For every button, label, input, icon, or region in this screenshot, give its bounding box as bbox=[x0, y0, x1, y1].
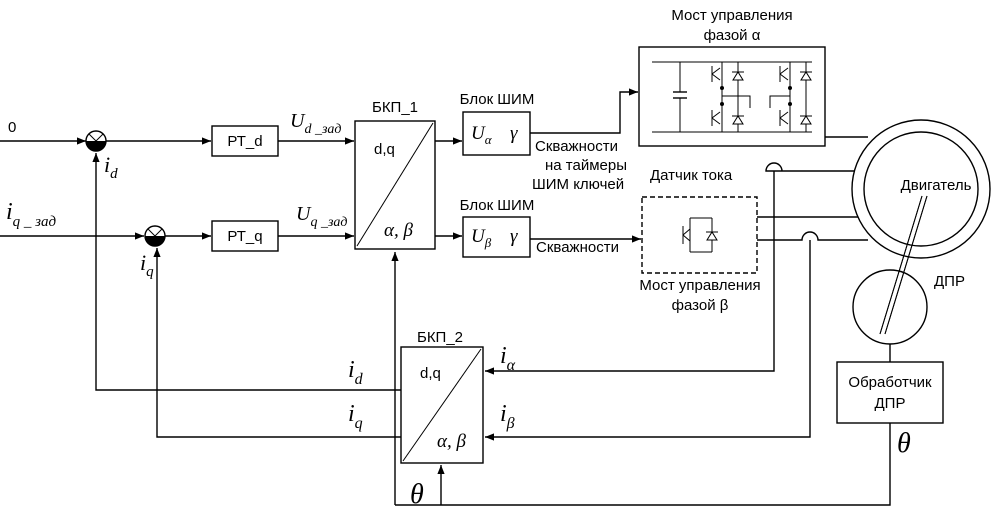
bridge-a-title-1: Мост управления bbox=[671, 7, 792, 24]
bridge-a bbox=[638, 46, 826, 147]
pwm-a-title: Блок ШИМ bbox=[460, 91, 535, 108]
i-beta-label: iβ bbox=[500, 401, 515, 432]
pwm-a-gamma: γ bbox=[510, 123, 518, 144]
bridge-a-motor-line-2 bbox=[765, 162, 868, 172]
i-alpha-label: iα bbox=[500, 343, 516, 374]
bridge-b-title-1: Мост управления bbox=[639, 277, 760, 294]
summer-d bbox=[85, 130, 107, 152]
dpr-sensor bbox=[852, 269, 928, 345]
pwm-b-block bbox=[462, 216, 531, 258]
bridge-b-motor-line-2 bbox=[757, 231, 868, 241]
summer-q-feedback-label: iq bbox=[140, 250, 154, 280]
duty-a-line2: на таймеры bbox=[545, 157, 627, 174]
rt-d-block bbox=[211, 125, 279, 157]
bkp2-title: БКП_2 bbox=[417, 329, 463, 346]
pwm-a-to-bridge-line bbox=[530, 88, 638, 134]
pwm-b-title: Блок ШИМ bbox=[460, 197, 535, 214]
pwm-a-u-label: Uα bbox=[471, 123, 493, 147]
bkp1-diagonal bbox=[356, 122, 434, 247]
bkp1-bottom-label: α, β bbox=[384, 220, 413, 241]
uq-ref-label: Uq _зад bbox=[296, 203, 348, 230]
id-feedback-label: id bbox=[348, 357, 364, 388]
dpr-proc-block bbox=[836, 361, 944, 424]
pwm-a-block bbox=[462, 111, 531, 156]
motor-label: Двигатель bbox=[901, 177, 972, 194]
theta-right-label: θ bbox=[897, 428, 911, 459]
duty-b-label: Скважности bbox=[536, 239, 619, 256]
duty-a-line3: ШИМ ключей bbox=[532, 176, 624, 193]
theta-bottom-label: θ bbox=[410, 479, 424, 510]
bridge-b-title-2: фазой β bbox=[672, 297, 729, 314]
bridge-b bbox=[641, 196, 758, 274]
pwm-b-gamma: γ bbox=[510, 226, 518, 247]
zero-input-label: 0 bbox=[8, 119, 16, 136]
theta-bus-line bbox=[395, 423, 891, 506]
bkp1-top-label: d,q bbox=[374, 141, 395, 158]
ud-ref-label: Ud _зад bbox=[290, 110, 342, 137]
bkp2-diagonal bbox=[402, 348, 482, 462]
dpr-label: ДПР bbox=[934, 273, 965, 290]
rt-d-label: РТ_d bbox=[227, 133, 262, 150]
i-beta-line bbox=[485, 240, 811, 441]
summer-q bbox=[144, 225, 166, 247]
dpr-proc-line2: ДПР bbox=[875, 395, 906, 412]
iq-feedback-label: iq bbox=[348, 401, 363, 432]
current-sensor-label: Датчик тока bbox=[650, 167, 733, 184]
id-feedback-line bbox=[92, 153, 401, 391]
iq-ref-label: iq _ зад bbox=[6, 199, 57, 230]
rt-q-label: РТ_q bbox=[227, 228, 262, 245]
dpr-proc-line1: Обработчик bbox=[848, 374, 932, 391]
i-alpha-line bbox=[485, 171, 775, 375]
duty-a-line1: Скважности bbox=[535, 138, 618, 155]
summer-d-feedback-label: id bbox=[104, 152, 118, 182]
bridge-a-title-2: фазой α bbox=[704, 27, 761, 44]
motor bbox=[851, 119, 991, 259]
iq-feedback-line bbox=[153, 248, 401, 438]
bkp2-top-label: d,q bbox=[420, 365, 441, 382]
bkp2-bottom-label: α, β bbox=[437, 431, 466, 452]
bkp1-title: БКП_1 bbox=[372, 99, 418, 116]
pwm-b-u-label: Uβ bbox=[471, 226, 492, 250]
